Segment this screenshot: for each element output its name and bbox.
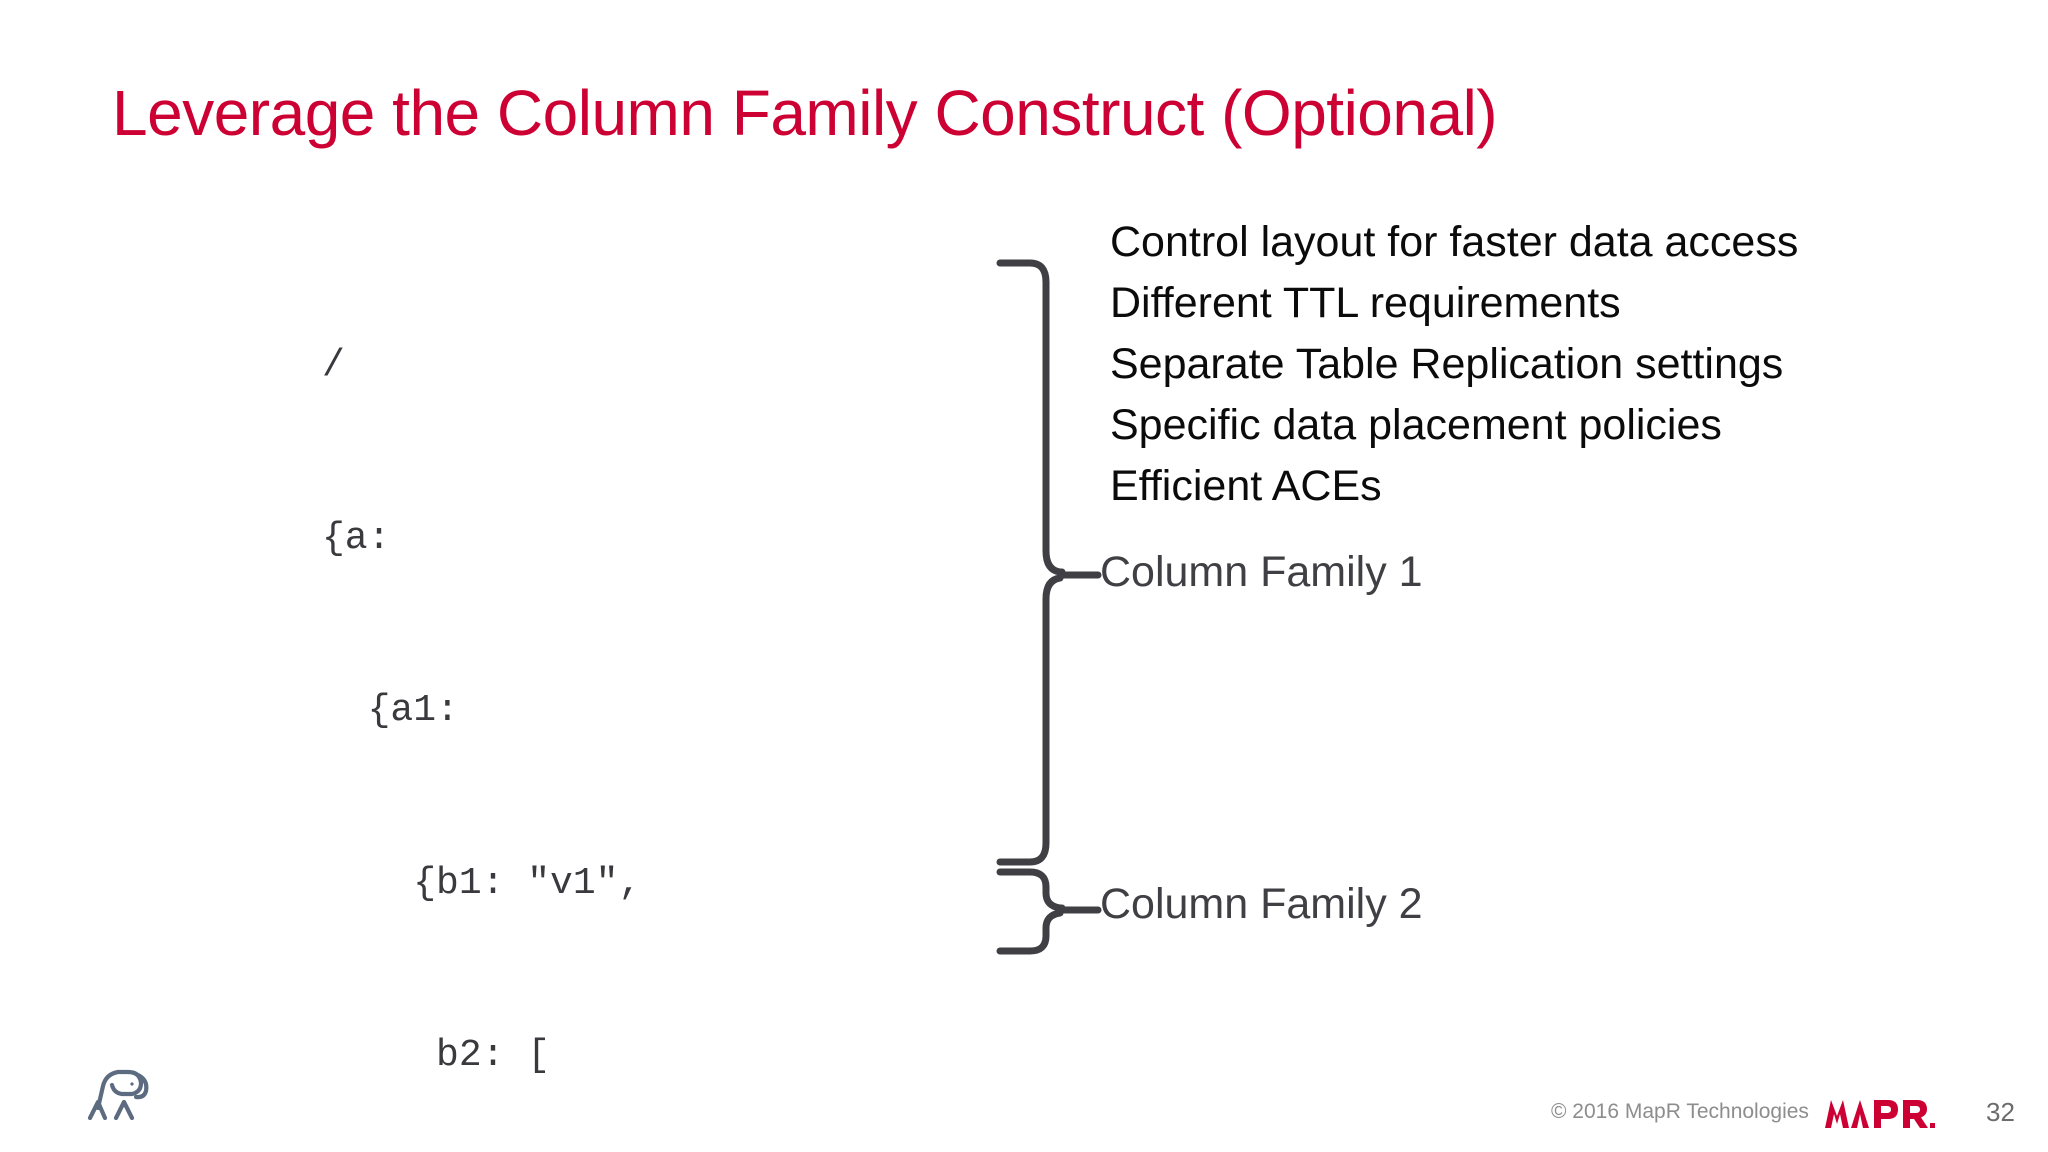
benefit-item: Efficient ACEs bbox=[1110, 462, 1382, 510]
mapr-wordmark-logo bbox=[1825, 1100, 1935, 1128]
benefits-list: Control layout for faster data access Di… bbox=[1110, 212, 2010, 517]
code-line: {a: bbox=[322, 516, 391, 560]
code-line: {a1: bbox=[322, 689, 459, 732]
benefit-item: Control layout for faster data access bbox=[1110, 218, 1799, 266]
code-line: b2: [ bbox=[322, 1034, 551, 1077]
page-title: Leverage the Column Family Construct (Op… bbox=[112, 77, 1498, 149]
column-family-1-label: Column Family 1 bbox=[1100, 548, 1423, 596]
benefit-item: Different TTL requirements bbox=[1110, 279, 1621, 327]
benefit-item: Separate Table Replication settings bbox=[1110, 340, 1784, 388]
code-line: {b1: "v1", bbox=[322, 861, 642, 905]
column-family-2-label: Column Family 2 bbox=[1100, 880, 1423, 928]
code-block: / {a: {a1: {b1: "v1", b2: [ {c1: "v1", c… bbox=[322, 222, 824, 1152]
benefit-item: Specific data placement policies bbox=[1110, 401, 1722, 449]
elephant-icon bbox=[87, 1069, 149, 1120]
brace-column-family-1 bbox=[996, 259, 1102, 866]
footer-copyright: © 2016 MapR Technologies bbox=[1551, 1100, 1809, 1123]
code-line: / bbox=[322, 344, 345, 387]
page-number: 32 bbox=[1986, 1097, 2015, 1127]
brace-column-family-2 bbox=[996, 868, 1102, 955]
